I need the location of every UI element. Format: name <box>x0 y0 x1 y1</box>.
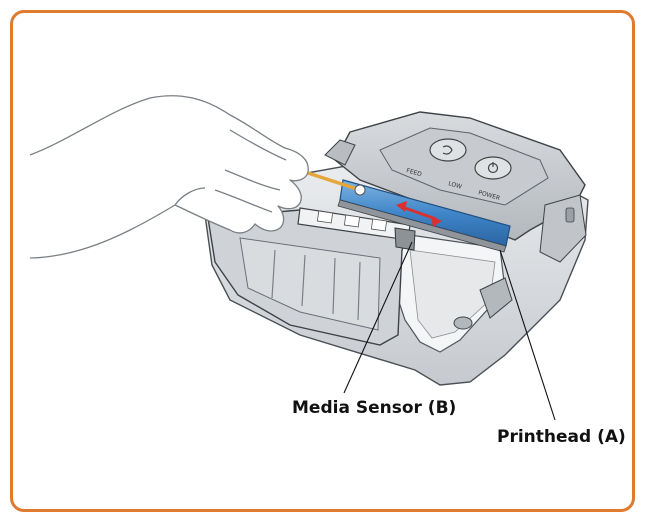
low-label: LOW <box>447 180 462 191</box>
callout-leaders <box>343 241 556 421</box>
feed-button-icon <box>429 138 467 162</box>
double-headed-arrow-icon <box>396 201 442 227</box>
printhead <box>337 179 511 253</box>
printhead-label: Printhead (A) <box>497 427 626 447</box>
printhead-leader <box>499 249 556 421</box>
media-door <box>207 209 411 346</box>
platen-roller <box>297 207 416 251</box>
media-sensor-leader <box>343 241 413 394</box>
cleaning-swab <box>303 170 366 196</box>
hand-illustration <box>29 95 309 259</box>
feed-label: FEED <box>405 167 422 178</box>
printer-side-details <box>453 194 587 330</box>
media-sensor-label: Media Sensor (B) <box>292 398 457 418</box>
power-icon <box>474 156 512 180</box>
printer-lid: FEED LOW POWER <box>324 111 586 241</box>
